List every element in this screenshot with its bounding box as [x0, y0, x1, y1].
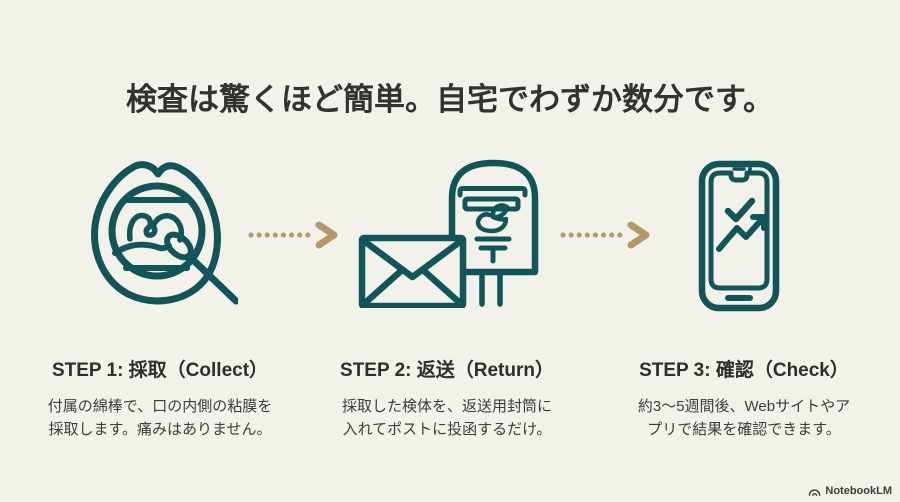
notebooklm-logo-icon: [809, 488, 821, 496]
smartphone-check-icon: [698, 160, 780, 312]
step-2-text-block: STEP 2: 返送（Return） 採取した検体を、返送用封筒に 入れてポスト…: [302, 355, 592, 441]
step-3-description-line-1: 約3〜5週間後、Webサイトやア: [637, 398, 851, 415]
notebooklm-brand-label: NotebookLM: [825, 485, 892, 497]
dotted-arrow-icon: [560, 221, 650, 249]
step-2-description-line-1: 採取した検体を、返送用封筒に: [341, 398, 552, 415]
dove-icon: [475, 203, 510, 234]
step-3-title: STEP 3: 確認（Check）: [639, 360, 849, 381]
mouth-swab-icon: [88, 160, 238, 310]
slide-title: 検査は驚くほど簡単。自宅でわずか数分です。: [126, 82, 774, 117]
step-1-description-line-1: 付属の綿棒で、口の内側の粘膜を: [47, 398, 273, 415]
envelope-postbox-icon: [358, 158, 540, 308]
step-1-description-line-2: 採取します。痛みはありません。: [48, 421, 272, 438]
dotted-arrow-icon: [248, 221, 338, 249]
step-3-description-line-2: プリで結果を確認できます。: [647, 421, 841, 438]
step-1-text-block: STEP 1: 採取（Collect） 付属の綿棒で、口の内側の粘膜を 採取しま…: [15, 355, 305, 441]
step-2-title: STEP 2: 返送（Return）: [340, 360, 554, 381]
step-1-title: STEP 1: 採取（Collect）: [51, 360, 269, 381]
step-2-description-line-2: 入れてポストに投函するだけ。: [342, 421, 552, 438]
step-3-text-block: STEP 3: 確認（Check） 約3〜5週間後、Webサイトやア プリで結果…: [598, 355, 890, 441]
notebooklm-watermark: NotebookLM: [808, 485, 892, 497]
